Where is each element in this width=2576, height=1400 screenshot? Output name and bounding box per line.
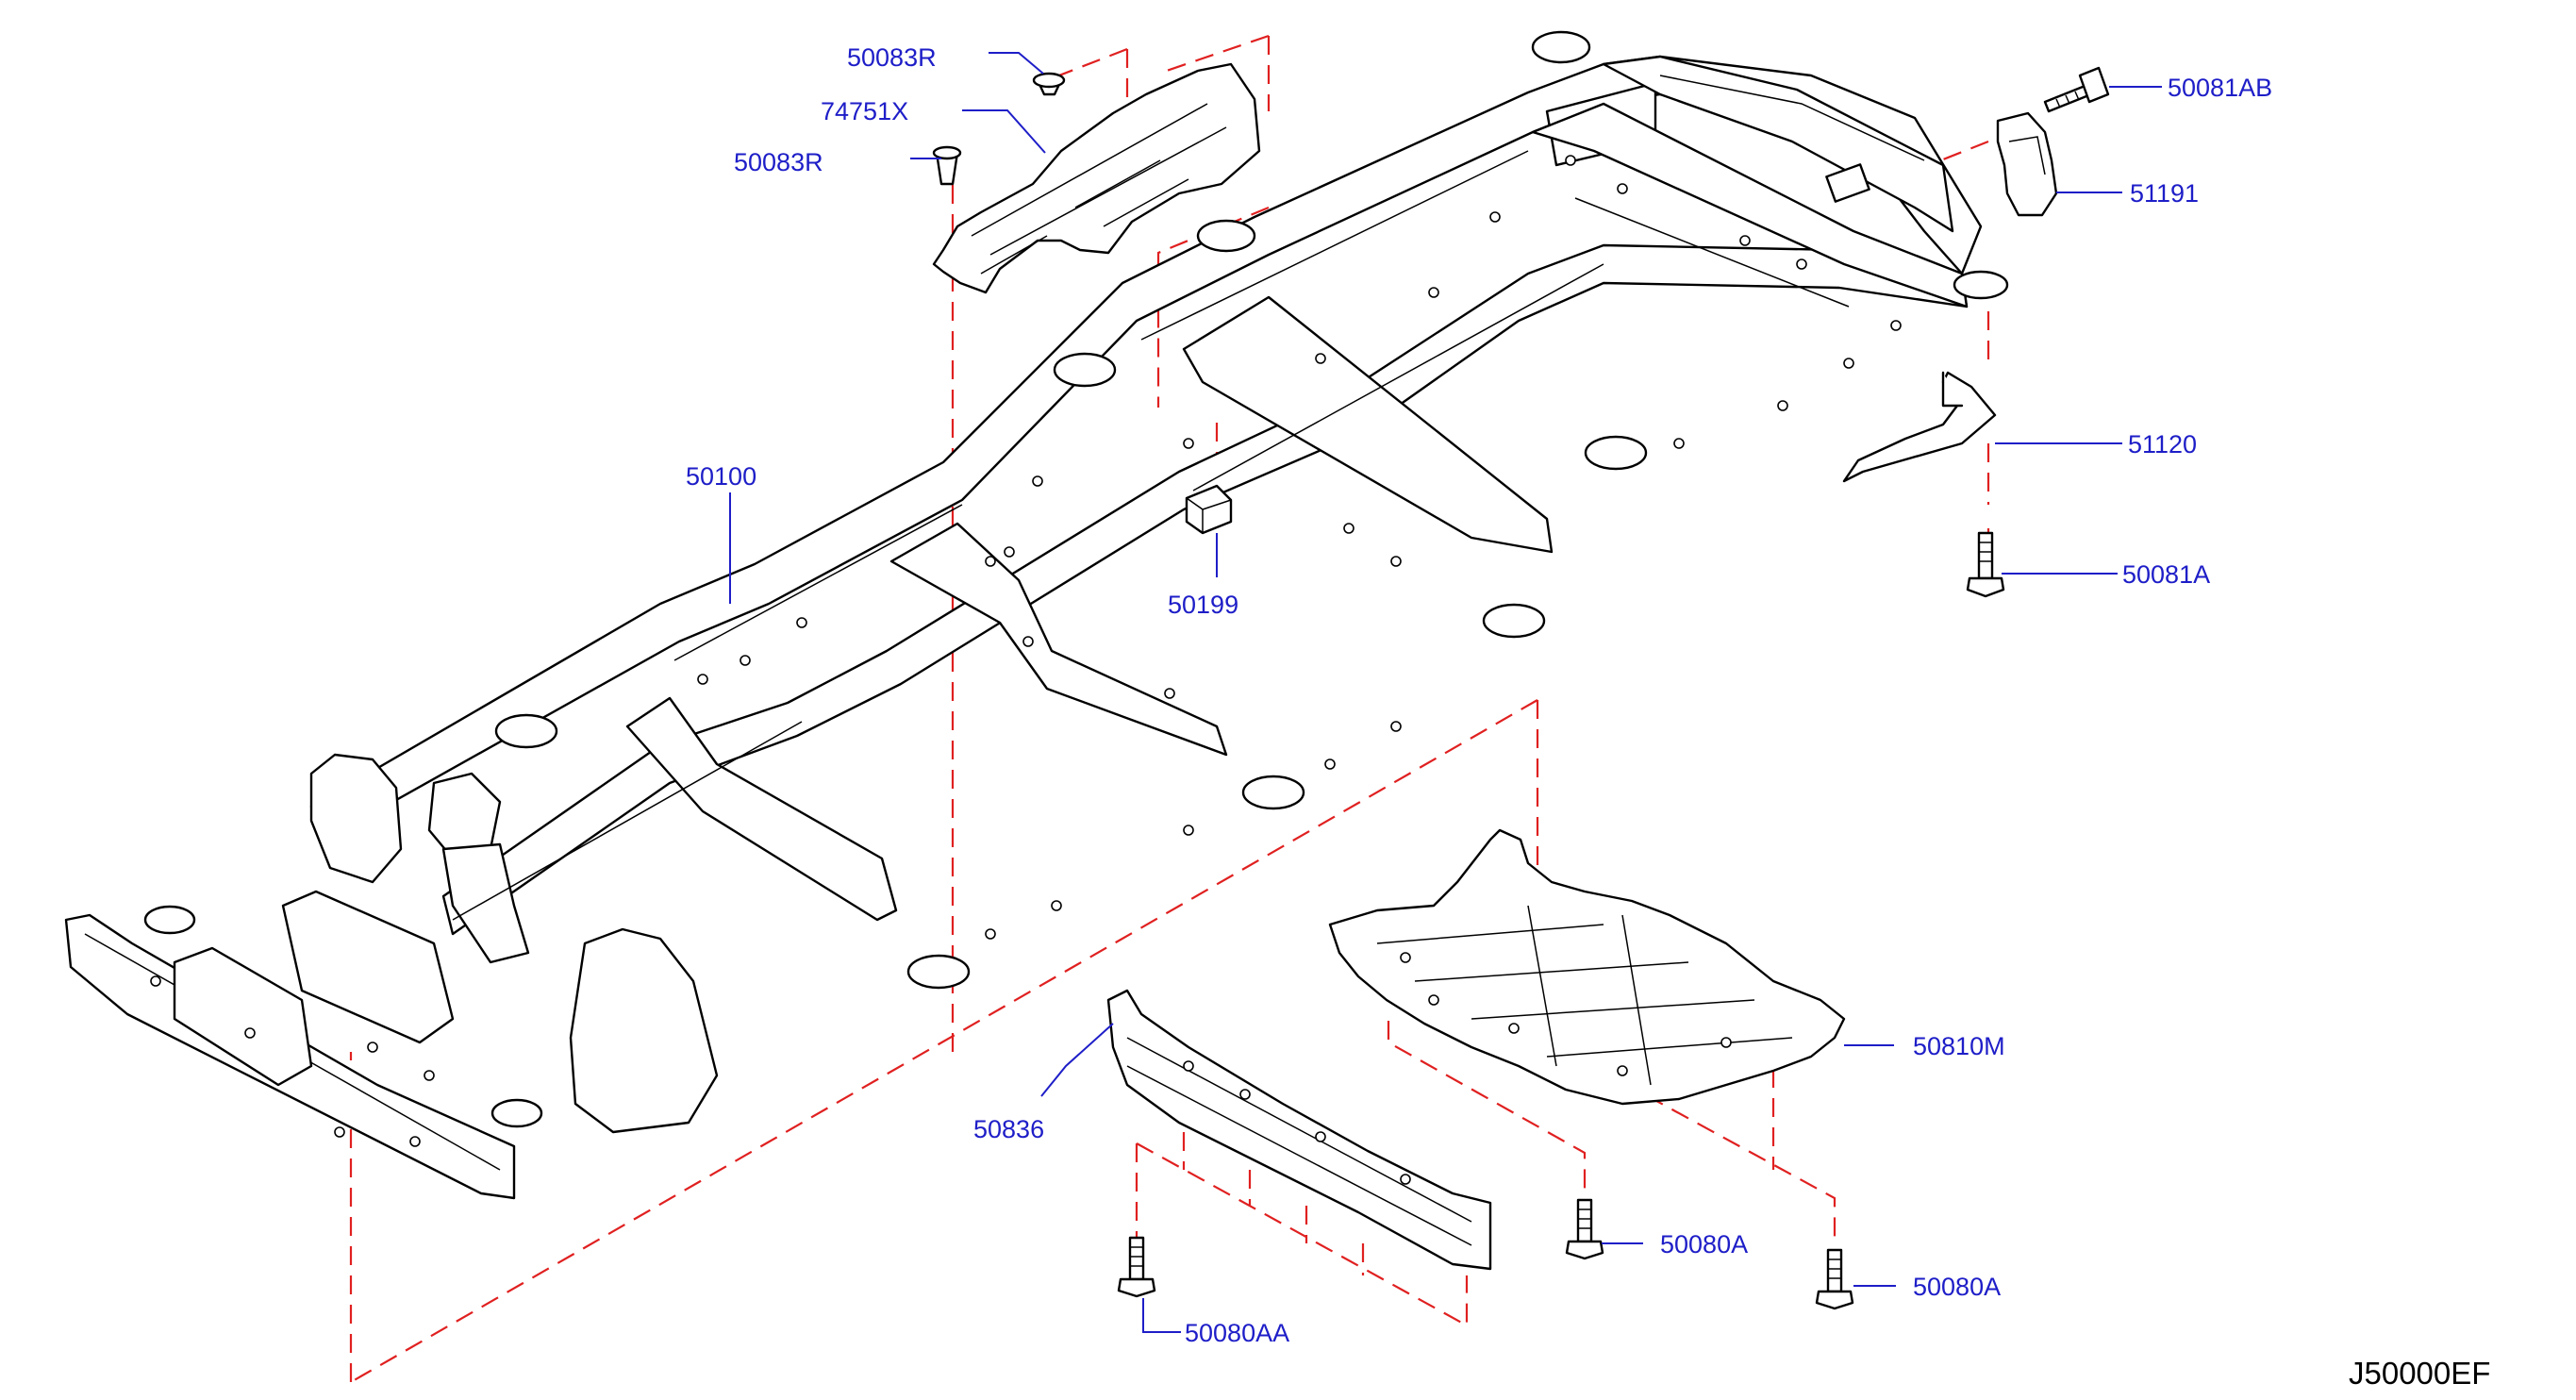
bolt-50081AB	[2043, 66, 2110, 113]
label-50080A-left: 50080A	[1660, 1230, 1748, 1258]
front-bracket-right	[441, 842, 530, 964]
label-50081A: 50081A	[2122, 560, 2210, 589]
body-mount-11	[490, 1098, 543, 1128]
leader-lines	[729, 52, 2162, 1333]
body-mount-6	[1584, 435, 1648, 471]
crossmember-2	[889, 522, 1228, 757]
rear-slot	[1825, 163, 1870, 203]
label-51191: 51191	[2130, 179, 2199, 208]
label-50100: 50100	[686, 462, 756, 491]
rear-cover-bracket	[1996, 111, 2058, 217]
clip-50083R-mid	[932, 145, 962, 186]
crossmember-3	[1182, 295, 1554, 554]
rear-mount-bracket	[1842, 371, 1997, 483]
body-mount-3	[1241, 775, 1305, 810]
bolt-50080AA	[1117, 1236, 1156, 1298]
rear-top-member	[1602, 55, 1954, 233]
body-mount-1	[494, 713, 558, 749]
crossmember-1	[625, 696, 898, 922]
front-horn-left	[173, 946, 313, 1087]
clip-50083R-top	[1032, 72, 1066, 96]
body-mount-8	[1531, 30, 1591, 64]
insulator-block	[1185, 484, 1233, 535]
body-mount-2	[906, 954, 971, 990]
label-50199: 50199	[1168, 591, 1238, 619]
label-50081AB: 50081AB	[2168, 74, 2272, 102]
body-mount-10	[143, 905, 196, 935]
front-tower-left	[309, 753, 403, 884]
diagram-code: J50000EF	[2349, 1356, 2490, 1391]
label-50810M: 50810M	[1913, 1032, 2005, 1060]
label-50836: 50836	[973, 1115, 1044, 1143]
lower-skid-plate	[1328, 828, 1846, 1106]
body-mount-9	[1953, 270, 2009, 300]
rail-holes	[150, 155, 1902, 1147]
label-50083R-mid: 50083R	[734, 148, 823, 176]
front-horn-right	[281, 890, 455, 1044]
body-mount-5	[1482, 603, 1546, 639]
bolt-50080A-left	[1565, 1198, 1604, 1260]
front-skid-member	[1106, 989, 1492, 1271]
label-50080AA: 50080AA	[1185, 1319, 1289, 1347]
upper-skid-plate	[932, 62, 1261, 294]
front-tower-right	[569, 927, 719, 1134]
frame-assembly	[64, 30, 2009, 1200]
label-50080A-right: 50080A	[1913, 1273, 2001, 1301]
label-50083R-top: 50083R	[847, 43, 937, 72]
body-mount-7	[1196, 219, 1256, 253]
part-labels: 50083R 74751X 50083R 50081AB 51191 51120…	[686, 43, 2272, 1347]
label-74751X: 74751X	[821, 97, 908, 125]
right-side-rail	[309, 55, 1983, 842]
body-mount-4	[1053, 352, 1117, 388]
label-51120: 51120	[2128, 430, 2197, 458]
bolt-50080A-right	[1815, 1248, 1854, 1310]
bolt-50081A	[1966, 531, 2005, 598]
